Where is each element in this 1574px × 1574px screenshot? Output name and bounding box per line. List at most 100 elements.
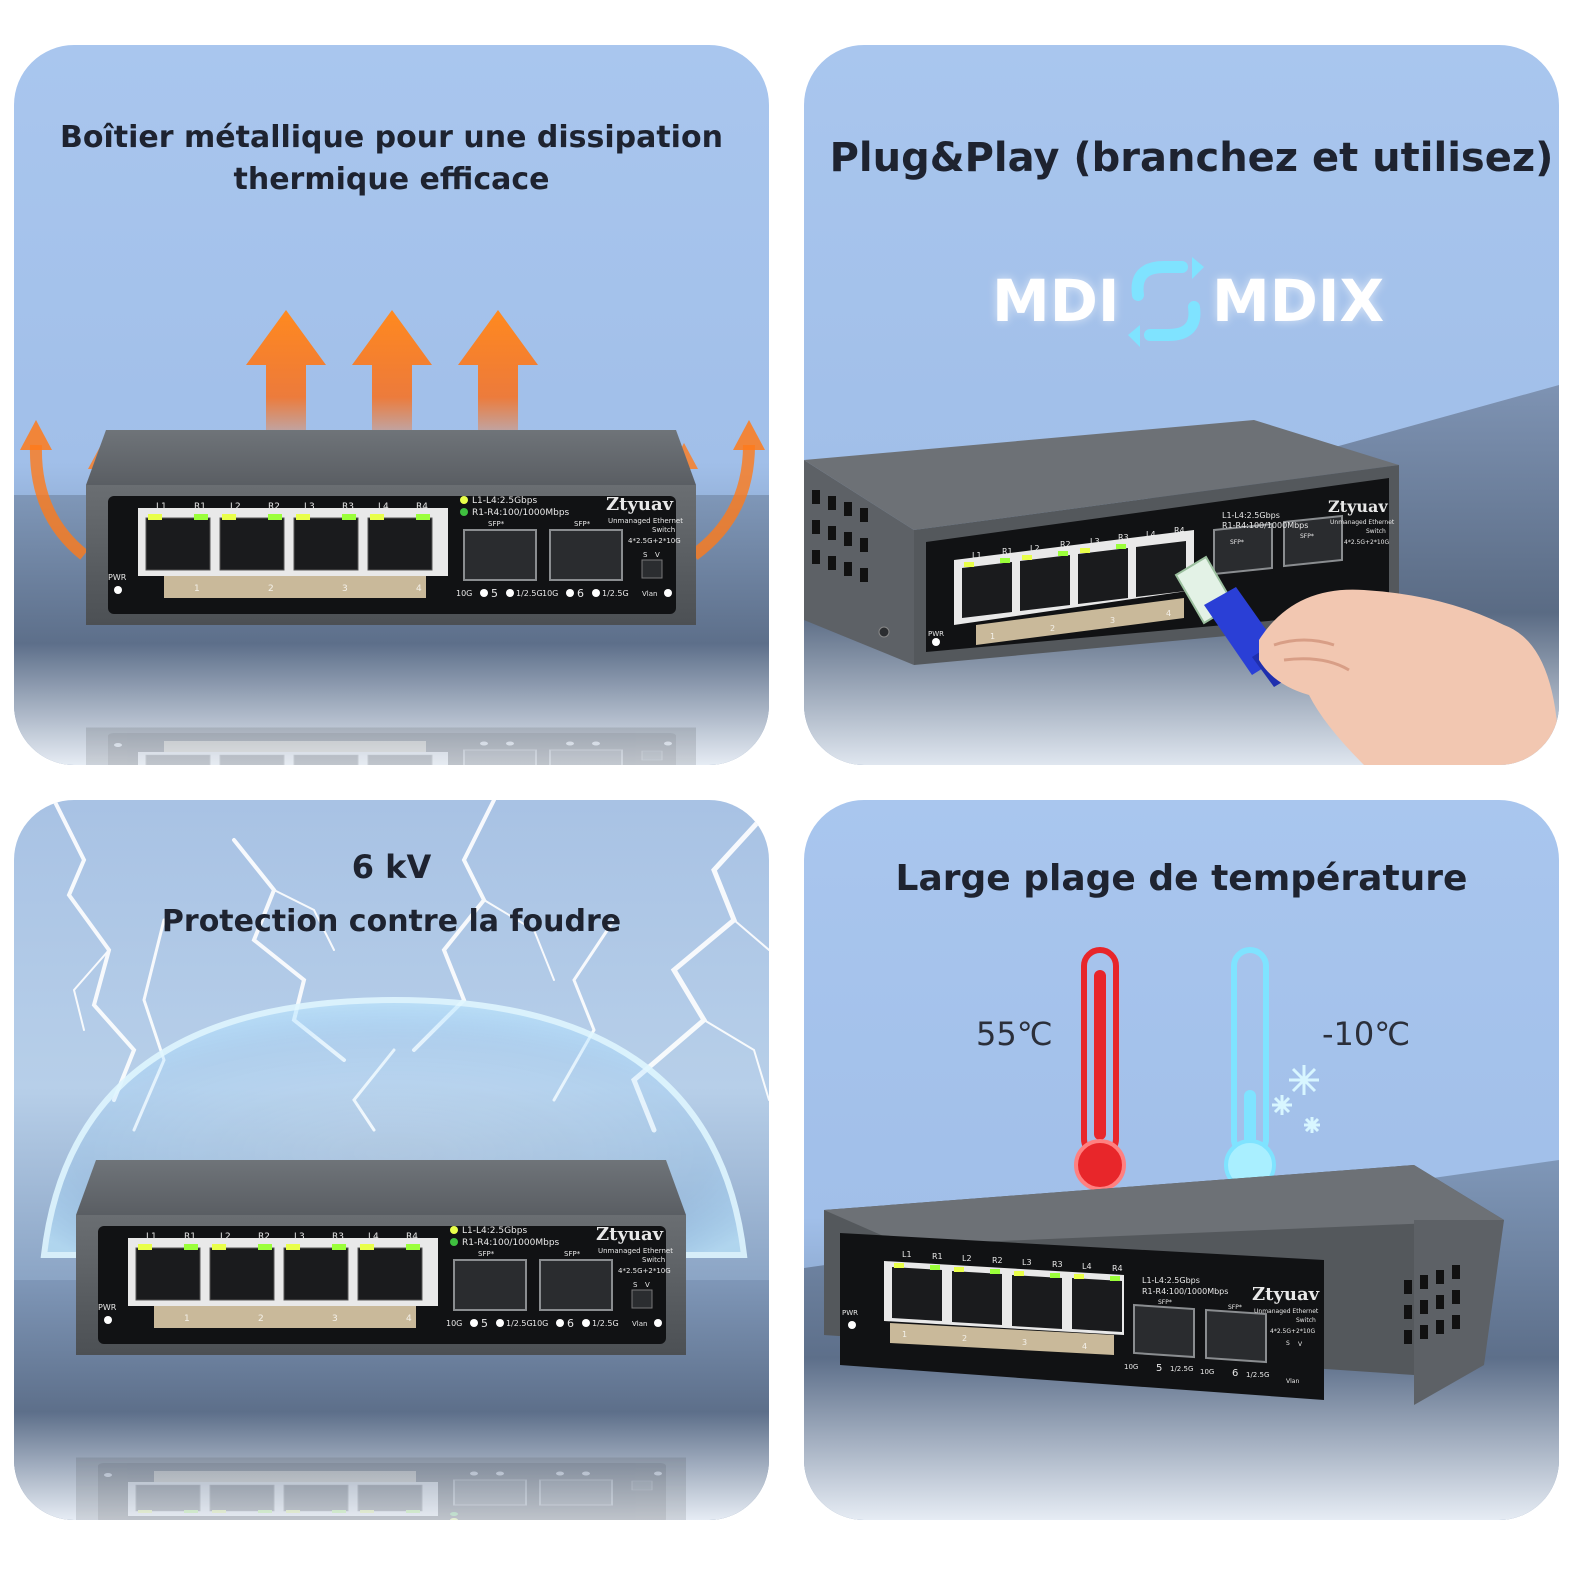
port-number: 2	[962, 1334, 967, 1343]
port-label: R4	[1112, 1264, 1123, 1273]
port-number: 3	[1022, 1338, 1027, 1347]
legend-line2: R1-R4:100/1000Mbps	[462, 1238, 560, 1248]
sfp5-right: 1/2.5G	[506, 1319, 533, 1328]
port-label: R2	[258, 1232, 270, 1242]
port-label: L3	[1022, 1258, 1032, 1267]
heat-curve-arrow-icon	[29, 444, 88, 560]
switch-v: V	[645, 1281, 650, 1289]
sfp6-left: 10G	[532, 1319, 548, 1328]
sfp6-num: 6	[567, 1317, 574, 1330]
voltage-label: 6 kV	[351, 848, 432, 886]
port-label: R1	[184, 1232, 196, 1242]
port-label: R3	[1118, 533, 1129, 542]
port-label: L3	[1090, 537, 1100, 546]
port-label: R2	[268, 502, 280, 512]
vent-holes	[1404, 1265, 1460, 1344]
port-label: R4	[416, 502, 428, 512]
panel-heat-dissipation: Boîtier métallique pour une dissipation …	[14, 45, 769, 765]
sfp6-left: 10G	[1200, 1368, 1214, 1376]
switch-device: L1 R1 L2 R2 L3 R3 L4 R4 L1-L4:2.5Gbps R1…	[85, 429, 697, 626]
sfp-label: SFP*	[1300, 533, 1314, 540]
port-number: 2	[258, 1314, 264, 1324]
temperature-title: Large plage de température	[895, 858, 1468, 899]
sfp5-num: 5	[491, 587, 498, 600]
sfp-label: SFP*	[488, 520, 505, 528]
model-line1: Unmanaged Ethernet	[608, 517, 683, 525]
port-label: R1	[932, 1252, 943, 1261]
lightning-title: Protection contre la foudre	[161, 904, 622, 939]
sfp-label: SFP*	[1158, 1299, 1172, 1306]
port-label: L2	[230, 502, 241, 512]
port-number: 2	[1050, 624, 1055, 633]
brand-logo: Ztyuav	[1252, 1284, 1320, 1305]
port-label: L4	[378, 502, 389, 512]
sfp6-num: 6	[577, 587, 584, 600]
plug-title: Plug&Play (branchez et utilisez)	[829, 135, 1554, 181]
model-line2: Switch	[652, 526, 675, 534]
model-line2: Switch	[642, 1256, 665, 1264]
heat-arrow-icon	[458, 310, 538, 455]
port-label: R4	[406, 1232, 418, 1242]
switch-s: S	[643, 551, 648, 559]
device-reflection	[85, 726, 697, 765]
port-label: L4	[1146, 530, 1156, 539]
vlan-label: Vlan	[642, 590, 657, 598]
swap-arrows-icon	[1128, 257, 1204, 347]
model-line2: Switch	[1366, 528, 1386, 535]
switch-device-angled: L1 R1 L2 R2 L3 R3 L4 R4 L1-L4:2.5Gbps R1…	[824, 1165, 1504, 1405]
port-label: L4	[368, 1232, 379, 1242]
port-label: L1	[146, 1232, 157, 1242]
hand-icon	[1259, 589, 1559, 765]
legend-line1: L1-L4:2.5Gbps	[472, 496, 537, 506]
pwr-label: PWR	[98, 1303, 117, 1312]
switch-s: S	[1286, 1340, 1290, 1347]
model-line3: 4*2.5G+2*10G	[1344, 539, 1389, 546]
port-label: L3	[294, 1232, 305, 1242]
brand-logo: Ztyuav	[1328, 497, 1388, 516]
sfp-label: SFP*	[564, 1250, 581, 1258]
model-line1: Unmanaged Ethernet	[1330, 519, 1395, 526]
sfp5-num: 5	[1156, 1363, 1162, 1374]
model-line3: 4*2.5G+2*10G	[628, 537, 681, 545]
hot-thermometer-icon	[1074, 947, 1126, 1191]
model-line2: Switch	[1296, 1317, 1316, 1324]
sfp5-left: 10G	[1124, 1363, 1138, 1371]
pwr-label: PWR	[108, 573, 127, 582]
sfp5-num: 5	[481, 1317, 488, 1330]
vent-holes	[812, 490, 868, 582]
sfp-label: SFP*	[1228, 1304, 1242, 1311]
device-reflection	[75, 1456, 687, 1520]
port-label: R1	[194, 502, 206, 512]
mdi-label: MDI	[992, 267, 1120, 335]
legend-line1: L1-L4:2.5Gbps	[1142, 1276, 1200, 1285]
vlan-label: Vlan	[1286, 1378, 1299, 1385]
sfp5-left: 10G	[456, 589, 472, 598]
heat-arrow-icon	[352, 310, 432, 455]
lightning-illustration: L1 R1 L2 R2 L3 R3 L4 R4 L1-L4:2.5Gbps R1…	[40, 800, 769, 1520]
legend-line2: R1-R4:100/1000Mbps	[1222, 521, 1308, 530]
sfp6-right: 1/2.5G	[602, 589, 629, 598]
switch-device: L1 R1 L2 R2 L3 R3 L4 R4 L1-L4:2.5Gbps R1…	[75, 1159, 687, 1356]
sfp-label: SFP*	[478, 1250, 495, 1258]
port-number: 3	[342, 584, 348, 594]
heat-arrows	[20, 310, 765, 568]
plug-illustration: L1 R1 L2 R2 L3 R3 L4 R4 L1-L4:2.5Gbps R1…	[804, 257, 1559, 765]
model-line1: Unmanaged Ethernet	[1254, 1308, 1319, 1315]
heat-curve-arrow-icon	[690, 444, 755, 560]
sfp6-left: 10G	[542, 589, 558, 598]
sfp6-right: 1/2.5G	[1246, 1371, 1269, 1379]
port-number: 4	[406, 1314, 412, 1324]
brand-logo: Ztyuav	[596, 1224, 664, 1245]
panel-plug-and-play: Plug&Play (branchez et utilisez) MDI MDI…	[804, 45, 1559, 765]
port-number: 1	[184, 1314, 190, 1324]
heat-title: Boîtier métallique pour une dissipation …	[14, 117, 769, 201]
port-label: R3	[1052, 1260, 1063, 1269]
port-number: 1	[990, 632, 995, 641]
legend-line2: R1-R4:100/1000Mbps	[1142, 1287, 1228, 1296]
port-label: L1	[156, 502, 167, 512]
legend-line2: R1-R4:100/1000Mbps	[472, 508, 570, 518]
hot-temperature: 55℃	[976, 1015, 1053, 1053]
pwr-label: PWR	[928, 630, 944, 638]
sfp5-right: 1/2.5G	[1170, 1365, 1193, 1373]
port-number: 3	[332, 1314, 338, 1324]
